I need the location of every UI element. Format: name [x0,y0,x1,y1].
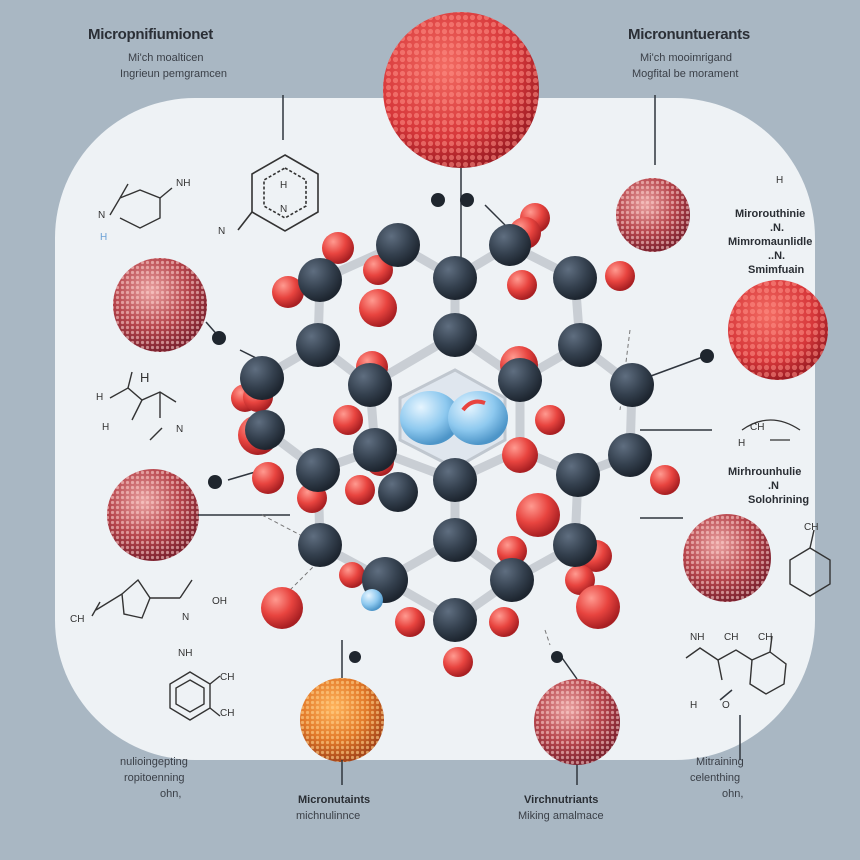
header-left-sub1: Mi'ch moalticen [128,52,204,64]
label-right-g2-0: Mirhrounhulie [728,466,802,478]
sphere-bottom-right [534,679,620,765]
label-h-mid: H [140,370,150,385]
label-right-g2-1: .N [768,480,779,492]
label-oh: OH [212,596,227,607]
header-right-title: Micronuntuerants [628,26,750,43]
formula-right-bottom [685,635,787,695]
leader-dots [208,193,714,663]
label-nh: NH [176,178,191,189]
label-nh3: NH [178,648,193,659]
header-right-sub1: Mi'ch mooimrigand [640,52,732,64]
label-right-g1-4: Smimfuain [748,264,805,276]
sphere-left-lower [107,469,199,561]
formula-left-bottom [169,671,221,721]
label-bottom-right-nh: NH [690,632,705,643]
sphere-right-lower [683,514,771,602]
label-bottom-right-1: celenthing [690,772,741,784]
label-hex-n: N [280,204,288,215]
label-n-left: N [218,226,226,237]
header-left-sub2: Ingrieun pemgramcen [120,68,228,80]
molecule-atoms-hydrogen [361,589,383,611]
label-right-g1-3: ..N. [768,250,786,262]
label-bottom-center-right-1: Miking amalmace [518,810,604,822]
label-bottom-right-o: O [722,700,730,711]
label-bottom-left-1: ropitoenning [124,772,185,784]
label-right-formula: CH [750,422,765,433]
label-h-bottom: H [102,422,110,433]
label-bottom-right-0: Mitraining [696,756,744,768]
label-bottom-center-right-0: Virchnutriants [524,794,599,806]
molecule-atoms-carbon [240,223,654,642]
molecule-atoms-center [398,368,508,470]
label-right-g2-2: Solohrining [748,494,810,506]
formula-left-mid [109,371,177,441]
formula-left-lower [91,578,193,619]
label-right-g1-1: .N. [770,222,785,234]
sphere-top [383,12,539,168]
label-right-h3: H [738,438,746,449]
label-n-lower: N [182,612,190,623]
label-n: N [98,210,106,221]
label-bottom-left-0: nulioingepting [120,756,188,768]
label-right-g1-2: Mimromaunlidle [728,236,813,248]
label-ch3: CH [220,672,235,683]
label-bottom-right-h: H [690,700,698,711]
label-right-ch: CH [804,522,819,533]
label-bottom-right-2: ohn, [722,788,744,800]
formula-hexagon [237,154,319,232]
label-hex-h: H [280,180,288,191]
label-n-mid: N [176,424,184,435]
label-ch-left: CH [70,614,85,625]
formula-right-mid [741,419,801,441]
formula-top-left [109,183,173,229]
label-ch-bottom: CH [220,708,235,719]
formula-right-lower [789,529,831,597]
sphere-right-small [616,178,690,252]
label-bottom-left-2: ohn, [160,788,182,800]
label-bottom-right-ch2: CH [758,632,773,643]
label-right-h: H [776,175,784,186]
header-right-sub2: Mogfital be morament [632,68,739,80]
header-left-title: Micropnifiumionet [88,26,213,43]
label-bottom-right-ch1: CH [724,632,739,643]
label-h-small: H [100,232,108,243]
sphere-bottom-left [300,678,384,762]
sphere-right-mid [728,280,828,380]
label-bottom-center-left-1: michnulinnce [296,810,361,822]
label-h-left: H [96,392,104,403]
label-right-g1-0: Mirorouthinie [735,208,806,220]
sphere-left-upper [113,258,207,352]
label-bottom-center-left-0: Micronutaints [298,794,371,806]
